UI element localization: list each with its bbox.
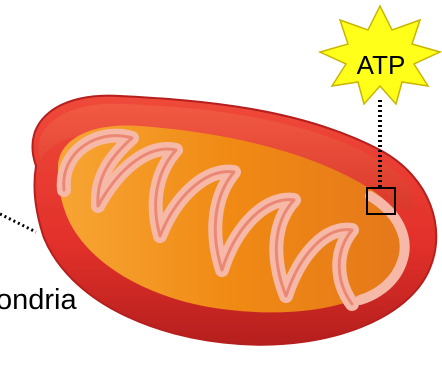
label-leader <box>0 214 36 232</box>
atp-label: ATP <box>357 50 406 80</box>
organelle-label: ondria <box>0 284 77 317</box>
